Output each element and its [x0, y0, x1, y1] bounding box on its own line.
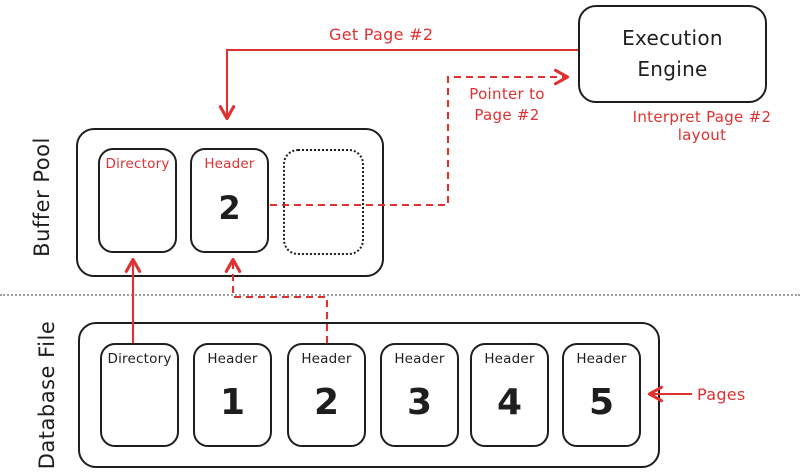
db-page-number: 5 [588, 381, 615, 423]
buffer-pool-page-2: Header 2 [190, 148, 269, 253]
db-page-number: 4 [496, 381, 523, 423]
buffer-pool-directory: Directory [98, 148, 177, 253]
db-page-header-label: Header [576, 351, 627, 367]
database-file-directory-label: Directory [107, 351, 172, 367]
db-page-4: Header 4 [470, 343, 549, 447]
db-page-header-label: Header [207, 351, 258, 367]
interpret-page-layout-label: Interpret Page #2 layout [632, 108, 772, 144]
db-page-3: Header 3 [380, 343, 459, 447]
pages-label: Pages [697, 385, 746, 404]
buffer-pool-page-number: 2 [218, 188, 241, 227]
buffer-pool-label: Buffer Pool [30, 137, 54, 257]
memory-disk-divider [0, 294, 800, 296]
execution-engine-box: Execution Engine [578, 5, 767, 103]
db-page-header-label: Header [484, 351, 535, 367]
db-page-1: Header 1 [193, 343, 272, 447]
get-page-label: Get Page #2 [329, 25, 434, 44]
buffer-pool-directory-label: Directory [105, 156, 170, 172]
buffer-pool-empty-slot [283, 149, 364, 255]
db-page-number: 2 [313, 381, 340, 423]
db-page-header-label: Header [394, 351, 445, 367]
execution-engine-title: Execution Engine [622, 26, 723, 81]
database-file-label: Database File [35, 320, 59, 470]
db-page-2: Header 2 [287, 343, 366, 447]
buffer-pool-page-header-label: Header [204, 156, 255, 172]
db-page-number: 1 [219, 381, 246, 423]
db-page-header-label: Header [301, 351, 352, 367]
database-file-directory: Directory [100, 343, 179, 447]
pointer-to-page-label: Pointer to Page #2 [469, 85, 545, 124]
db-page-number: 3 [406, 381, 433, 423]
db-page-5: Header 5 [562, 343, 641, 447]
